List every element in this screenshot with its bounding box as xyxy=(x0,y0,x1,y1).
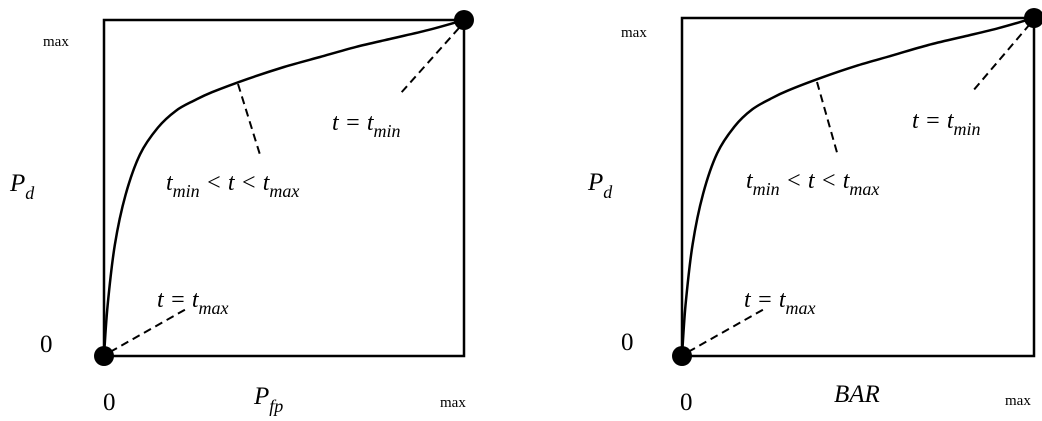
leader-line-t-min xyxy=(399,27,460,95)
endpoint-marker-top xyxy=(454,10,474,30)
performance-curve xyxy=(680,16,1035,357)
y-axis-label: Pd xyxy=(587,169,613,202)
endpoint-marker-top xyxy=(1024,8,1042,28)
x-tick-max: max xyxy=(1005,393,1031,409)
annotation-t-min: t = tmin xyxy=(912,108,981,139)
endpoint-marker-origin xyxy=(672,346,692,366)
leader-line-t-mid xyxy=(237,83,262,159)
x-axis-label: BAR xyxy=(834,381,880,408)
y-tick-max: max xyxy=(43,34,69,50)
annotation-t-between: tmin < t < tmax xyxy=(166,170,299,201)
annotation-t-max: t = tmax xyxy=(744,287,816,318)
performance-curve xyxy=(102,18,465,357)
chart-panel-right: max 0 0 max Pd BAR t = tmax tmin < t < t… xyxy=(587,8,1042,416)
y-tick-min: 0 xyxy=(621,329,634,356)
x-axis-label: Pfp xyxy=(253,383,283,416)
annotation-t-max: t = tmax xyxy=(157,287,229,318)
plot-frame xyxy=(680,16,1036,358)
y-axis-label: Pd xyxy=(9,170,35,203)
annotation-t-min: t = tmin xyxy=(332,110,401,141)
x-tick-min: 0 xyxy=(680,389,693,416)
x-tick-max: max xyxy=(440,395,466,411)
leader-line-t-mid xyxy=(816,81,839,157)
chart-panel-left: max 0 0 max Pd Pfp t = tmax tmin < t < t… xyxy=(9,10,474,416)
y-tick-min: 0 xyxy=(40,331,53,358)
leader-line-t-min xyxy=(971,23,1031,93)
endpoint-marker-origin xyxy=(94,346,114,366)
leader-line-t-max xyxy=(109,307,189,353)
annotation-t-between: tmin < t < tmax xyxy=(746,168,879,199)
plot-frame xyxy=(102,18,466,358)
leader-line-t-max xyxy=(687,307,767,353)
x-tick-min: 0 xyxy=(103,389,116,416)
y-tick-max: max xyxy=(621,25,647,41)
